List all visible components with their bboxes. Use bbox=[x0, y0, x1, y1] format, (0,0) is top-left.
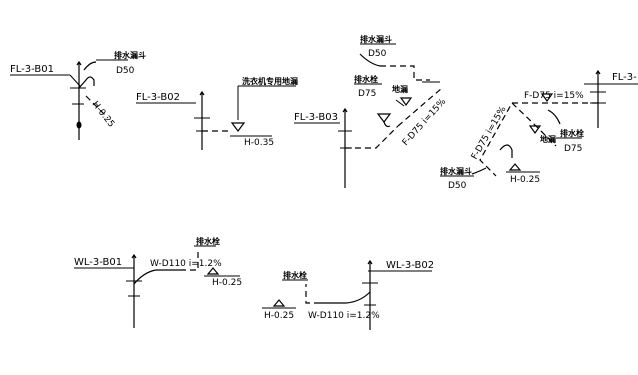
fixture-label-funnel: 排水漏斗 bbox=[360, 34, 392, 44]
branch-pipe bbox=[345, 125, 399, 149]
pipe-label: W-D110 i=1.2% bbox=[150, 259, 222, 269]
group-fl-3-b01: FL-3-B01 排水漏斗 D50 H-0.25 bbox=[10, 50, 146, 140]
cleanout-icon bbox=[76, 121, 82, 129]
height-label: H-0.25 bbox=[212, 278, 242, 288]
branch-pipe bbox=[85, 95, 109, 119]
group-wl-3-b01: WL-3-B01 排水栓 W-D110 i=1.2% H-0.25 bbox=[74, 236, 242, 328]
fixture-label-funnel: 排水漏斗 bbox=[114, 50, 146, 60]
branch-pipe bbox=[479, 102, 598, 177]
pipe-bend bbox=[547, 109, 561, 125]
fixture-label-washer-drain: 洗衣机专用地漏 bbox=[242, 76, 298, 86]
group-wl-3-b02: WL-3-B02 排水栓 H-0.25 W-D110 i=1.2% bbox=[262, 259, 434, 330]
trap-icon bbox=[383, 121, 391, 128]
diameter-label: D50 bbox=[116, 66, 135, 76]
diameter-label: D50 bbox=[448, 181, 467, 191]
riser-pipe bbox=[199, 90, 205, 150]
trap-icon bbox=[499, 144, 513, 158]
diameter-label: D75 bbox=[358, 89, 376, 99]
riser-label-fl-3-b02: FL-3-B02 bbox=[136, 92, 180, 103]
fixture-label-drain-plug: 排水栓 bbox=[560, 128, 584, 138]
floor-drain-icon bbox=[528, 125, 542, 135]
height-label: H-0.25 bbox=[264, 311, 294, 321]
trap-icon bbox=[78, 76, 95, 89]
height-label: H-0.35 bbox=[244, 138, 274, 148]
leader-line bbox=[69, 74, 81, 87]
slope-label: F-D75 i=15% bbox=[401, 97, 449, 148]
riser-pipe bbox=[131, 253, 137, 328]
level-marker-icon bbox=[272, 299, 286, 307]
branch-pipe bbox=[305, 284, 320, 304]
riser-label-fl-3-b01: FL-3-B01 bbox=[10, 64, 54, 75]
floor-drain-icon bbox=[230, 122, 246, 132]
fixture-label-drain-plug: 排水栓 bbox=[196, 236, 220, 246]
pipe-bend bbox=[359, 53, 381, 67]
height-label: H-0.25 bbox=[90, 100, 116, 130]
fixture-label-drain-plug: 排水栓 bbox=[283, 270, 307, 280]
fixture-label-funnel: 排水漏斗 bbox=[440, 166, 472, 176]
pipe-label: W-D110 i=1.2% bbox=[308, 311, 380, 321]
riser-label-wl-3-b02: WL-3-B02 bbox=[386, 260, 434, 271]
floor-drain-icon bbox=[376, 113, 392, 123]
branch-pipe bbox=[380, 65, 430, 81]
leader-line bbox=[395, 99, 405, 107]
pipe-bend bbox=[83, 61, 97, 71]
diameter-label: D50 bbox=[368, 49, 387, 59]
riser-label-wl-3-b01: WL-3-B01 bbox=[74, 257, 122, 268]
riser-label-fl-3-right: FL-3- bbox=[612, 72, 637, 83]
fixture-label-drain-plug: 排水栓 bbox=[354, 74, 378, 84]
pipe-bend bbox=[471, 167, 487, 175]
slope-label: F-D75 i=15% bbox=[470, 104, 509, 161]
riser-label-fl-3-b03: FL-3-B03 bbox=[294, 112, 338, 123]
drain-label: 地漏 bbox=[540, 134, 556, 144]
level-marker-icon bbox=[206, 267, 220, 275]
diameter-label: D75 bbox=[564, 144, 582, 154]
drain-label: 地漏 bbox=[392, 84, 408, 94]
branch-pipe bbox=[133, 269, 180, 285]
riser-pipe bbox=[367, 259, 373, 330]
branch-pipe bbox=[180, 252, 199, 271]
level-marker-icon bbox=[508, 163, 522, 171]
branch-pipe bbox=[320, 291, 371, 304]
height-label: H-0.25 bbox=[510, 175, 540, 185]
group-fl-3-b02: FL-3-B02 洗衣机专用地漏 H-0.35 bbox=[136, 76, 298, 150]
group-fl-3-right: FL-3- F-D75 i=15% F-D75 i=15% 地漏 排水栓 D75… bbox=[440, 69, 638, 191]
group-fl-3-b03: FL-3-B03 排水漏斗 D50 排水栓 D75 地漏 F-D75 i=15% bbox=[294, 34, 448, 188]
riser-pipe bbox=[595, 69, 601, 128]
floor-drain-icon bbox=[540, 93, 554, 103]
slope-label: F-D75 i=15% bbox=[524, 91, 584, 101]
floor-drain-icon bbox=[399, 97, 413, 107]
